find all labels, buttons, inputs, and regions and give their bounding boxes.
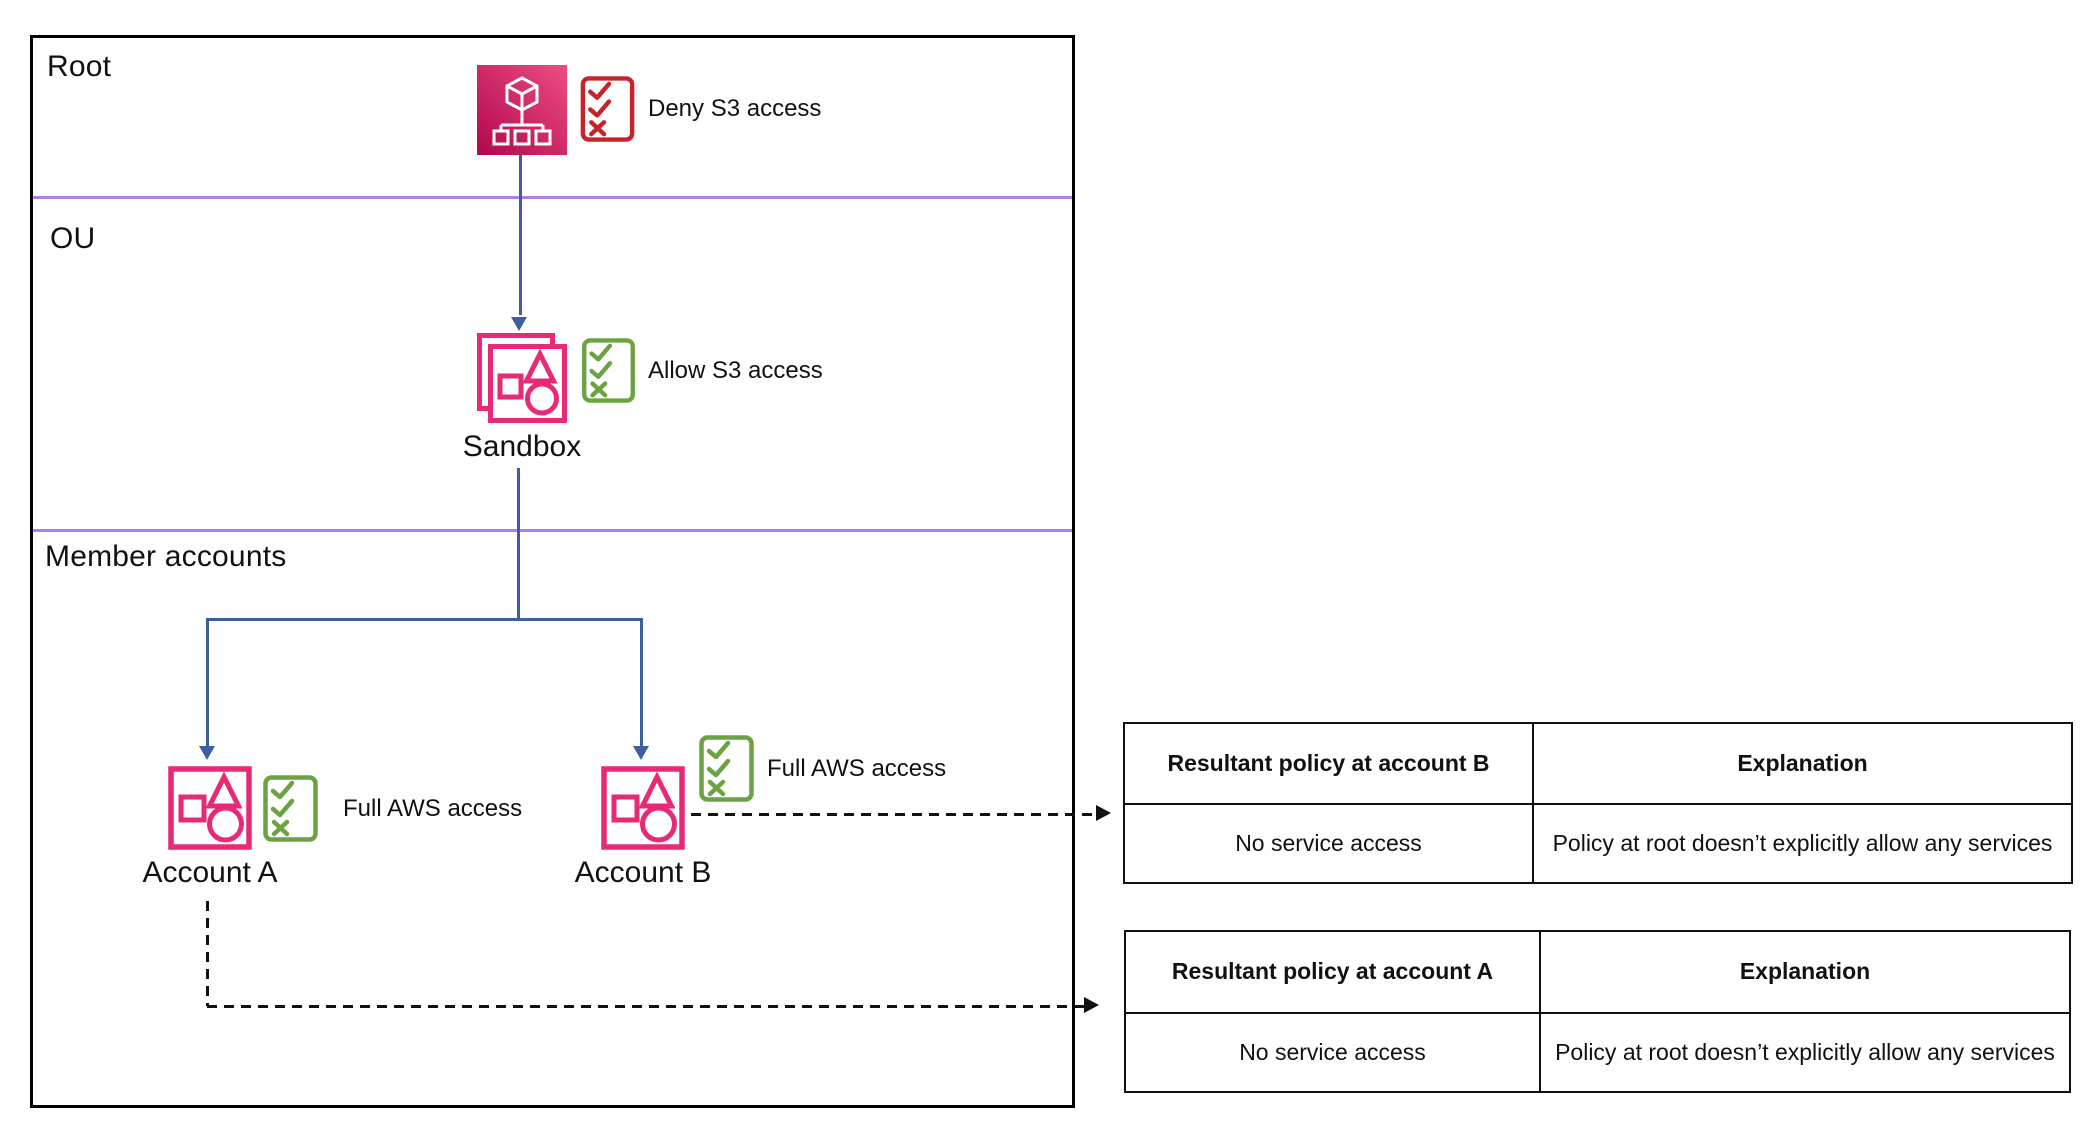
table-data-cell: Policy at root doesn’t explicitly allow … xyxy=(1539,1012,2069,1091)
organization-boundary-box xyxy=(30,35,1075,1108)
account-b-name-label: Account B xyxy=(574,856,712,889)
resultant-policy-table-account-a: Resultant policy at account A Explanatio… xyxy=(1124,930,2071,1093)
connector-drop-account-b xyxy=(640,618,643,746)
account-b-icon xyxy=(601,766,685,850)
allow-policy-checklist-icon xyxy=(582,338,635,403)
table-header-cell: Explanation xyxy=(1532,724,2071,803)
table-data-cell: Policy at root doesn’t explicitly allow … xyxy=(1532,803,2071,882)
account-a-name-label: Account A xyxy=(142,856,278,889)
aws-organizations-icon xyxy=(477,65,567,155)
dashed-connector-account-a-to-table xyxy=(207,1005,1084,1008)
resultant-policy-table-account-b: Resultant policy at account B Explanatio… xyxy=(1123,722,2073,884)
dashed-connector-account-b-to-table xyxy=(691,813,1096,816)
arrow-down-icon xyxy=(199,746,215,760)
ou-member-divider xyxy=(33,529,1072,532)
connector-root-to-ou xyxy=(519,155,522,315)
account-a-policy-label: Full AWS access xyxy=(343,794,523,822)
organizational-unit-icon xyxy=(477,333,567,423)
connector-drop-account-a xyxy=(206,618,209,746)
table-header-cell: Resultant policy at account A xyxy=(1171,958,1494,985)
arrow-down-icon xyxy=(511,317,527,331)
ou-section-label: OU xyxy=(50,222,96,255)
allow-policy-checklist-icon xyxy=(699,735,754,802)
arrow-right-icon xyxy=(1096,805,1111,821)
table-header-cell: Explanation xyxy=(1539,932,2069,1012)
table-data-cell: No service access xyxy=(1125,803,1532,882)
member-accounts-section-label: Member accounts xyxy=(45,540,287,573)
account-a-icon xyxy=(168,766,252,850)
table-data-cell: No service access xyxy=(1126,1012,1539,1091)
connector-ou-stem xyxy=(517,468,520,620)
arrow-down-icon xyxy=(633,746,649,760)
organizations-glyph xyxy=(492,76,552,146)
account-b-policy-label: Full AWS access xyxy=(767,754,947,782)
deny-policy-checklist-icon xyxy=(580,76,635,142)
table-header-cell: Resultant policy at account B xyxy=(1167,749,1490,776)
allow-policy-checklist-icon xyxy=(263,775,318,842)
connector-branch xyxy=(207,618,643,621)
root-ou-divider xyxy=(33,196,1072,199)
arrow-right-icon xyxy=(1084,997,1099,1013)
ou-policy-label: Allow S3 access xyxy=(648,356,823,384)
dashed-connector-account-a-vertical xyxy=(206,901,209,1006)
ou-name-label: Sandbox xyxy=(462,430,582,463)
root-policy-label: Deny S3 access xyxy=(648,95,822,122)
root-section-label: Root xyxy=(47,50,112,83)
